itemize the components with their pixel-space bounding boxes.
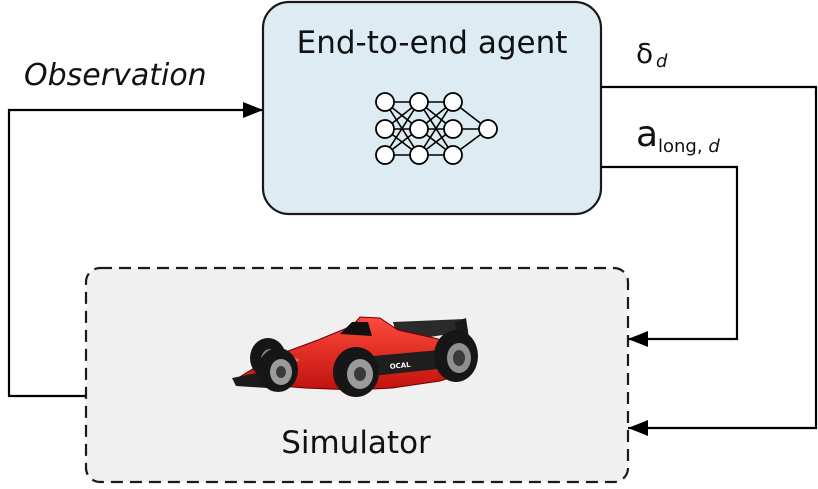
steering-arrow: [601, 85, 818, 436]
car-sponsor-text: OCAL: [389, 361, 411, 371]
acceleration-symbol: a: [636, 114, 658, 155]
acceleration-label: a long, d: [636, 114, 720, 157]
simulator-title: Simulator: [281, 425, 431, 461]
observation-arrow: [7, 102, 263, 398]
neural-network-icon: [375, 92, 498, 165]
acceleration-arrow: [601, 165, 739, 347]
acceleration-subscript-italic: d: [708, 136, 720, 157]
acceleration-subscript: long, d: [658, 136, 720, 157]
agent-box: End-to-end agent: [261, 0, 603, 216]
observation-label: Observation: [24, 58, 207, 93]
steering-label: δ d: [636, 37, 668, 72]
steering-subscript: d: [656, 51, 668, 72]
steering-symbol: δ: [636, 37, 653, 70]
agent-title: End-to-end agent: [297, 25, 568, 61]
race-car-icon: OCAL: [232, 316, 478, 397]
simulator-box: Simulator OCAL: [84, 266, 630, 484]
acceleration-subscript-plain: long,: [658, 136, 703, 157]
